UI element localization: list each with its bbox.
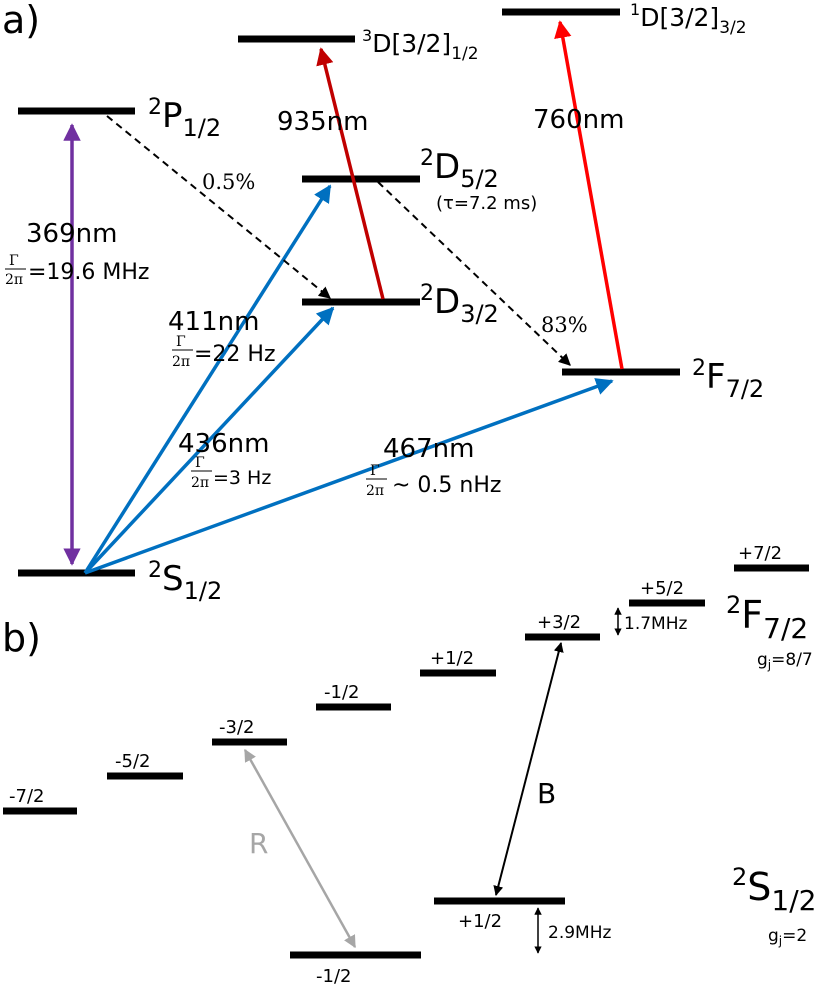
label-1d-sup: 1 <box>630 0 640 19</box>
label-b-s12-gj-val: =2 <box>782 926 807 946</box>
label-b-f72: 2F7/2 <box>726 591 808 645</box>
label-411-gamma-num: Γ <box>176 334 186 350</box>
label-1d: 1D[3/2]3/2 <box>630 0 747 38</box>
transition-411-arrow <box>83 184 332 574</box>
f72-mj-label: -3/2 <box>219 717 254 738</box>
label-3d-base: D[3/2] <box>372 29 451 58</box>
label-f72: 2F7/2 <box>692 356 764 403</box>
f72-splitting-label: 1.7MHz <box>624 614 687 634</box>
label-411-wavelength: 411nm <box>168 307 259 337</box>
label-s12-base: S <box>162 559 184 599</box>
label-369-wavelength: 369nm <box>26 219 117 249</box>
label-b-f72-base: F <box>741 593 763 637</box>
label-1d-base: D[3/2] <box>640 3 719 32</box>
label-b-f72-gj: gj=8/7 <box>757 650 813 672</box>
label-3d: 3D[3/2]1/2 <box>362 26 479 64</box>
transition-467-arrow <box>84 378 614 575</box>
decay-d52-to-f72-arrow <box>377 181 571 366</box>
label-d52-sup: 2 <box>420 146 434 171</box>
label-p12-sup: 2 <box>148 95 162 120</box>
f72-mj-label: -5/2 <box>115 751 150 772</box>
label-935-wavelength: 935nm <box>277 107 368 137</box>
f72-mj-label: +5/2 <box>640 578 684 599</box>
label-f72-sub: 7/2 <box>726 375 765 403</box>
label-d52-sub: 5/2 <box>460 165 499 193</box>
f72-mj-label: -7/2 <box>9 786 44 807</box>
label-369-gamma-den: 2π <box>5 272 23 288</box>
label-branching-p: 0.5% <box>202 170 255 194</box>
transition-b-arrow <box>493 642 564 896</box>
label-d52-base: D <box>434 147 460 187</box>
label-411-gamma-den: 2π <box>172 354 190 370</box>
label-467-gamma-den: 2π <box>366 483 384 499</box>
label-b-f72-gj-g: g <box>757 650 768 670</box>
label-s12-sup: 2 <box>148 558 162 583</box>
label-s12-sub: 1/2 <box>184 577 223 605</box>
label-1d-sub: 3/2 <box>719 18 746 38</box>
label-3d-sub: 1/2 <box>451 44 478 64</box>
panel-b-label: b) <box>2 616 41 660</box>
label-p12: 2P1/2 <box>148 95 221 142</box>
label-b-f72-gj-val: =8/7 <box>771 650 813 670</box>
label-d32-sup: 2 <box>420 281 434 306</box>
label-b-s12-gj: gj=2 <box>768 926 807 948</box>
label-760-wavelength: 760nm <box>533 105 624 135</box>
label-b-s12: 2S1/2 <box>732 863 816 917</box>
s12-splitting-label: 2.9MHz <box>548 923 611 943</box>
transition-436-arrow <box>83 306 335 575</box>
label-d32-base: D <box>434 282 460 322</box>
label-411-width: =22 Hz <box>194 342 276 367</box>
label-b-f72-sup: 2 <box>726 591 741 619</box>
label-p12-base: P <box>162 96 183 136</box>
label-436-width: =3 Hz <box>213 467 271 489</box>
label-436-wavelength: 436nm <box>178 429 269 459</box>
label-p12-sub: 1/2 <box>183 114 222 142</box>
label-b-f72-sub: 7/2 <box>763 612 808 645</box>
s12-mj-label: +1/2 <box>458 911 502 932</box>
transition-760-arrow <box>554 20 624 370</box>
label-3d-sup: 3 <box>362 26 372 45</box>
label-467-width: ~ 0.5 nHz <box>392 473 501 498</box>
transition-r-arrow <box>243 748 357 949</box>
transition-b-label: B <box>537 777 556 810</box>
label-436-gamma-num: Γ <box>195 455 205 471</box>
f72-mj-label: -1/2 <box>324 682 359 703</box>
label-b-s12-base: S <box>747 865 771 909</box>
transition-r-label: R <box>249 827 268 860</box>
label-branching-d52: 83% <box>541 313 588 337</box>
label-d32: 2D3/2 <box>420 281 499 328</box>
panel-a-label: a) <box>2 0 40 42</box>
label-b-f72-gj-sub: j <box>767 658 771 672</box>
label-436-gamma-den: 2π <box>191 475 209 491</box>
label-b-s12-gj-g: g <box>768 926 779 946</box>
label-f72-base: F <box>706 357 726 397</box>
label-d52: 2D5/2 <box>420 146 499 193</box>
f72-mj-label: +7/2 <box>738 543 782 564</box>
label-467-gamma-num: Γ <box>370 463 380 479</box>
label-b-s12-gj-sub: j <box>778 934 782 948</box>
s12-mj-label: -1/2 <box>316 966 351 987</box>
label-s12: 2S1/2 <box>148 558 222 605</box>
label-467-wavelength: 467nm <box>383 434 474 464</box>
label-369-width: =19.6 MHz <box>28 260 149 285</box>
label-b-s12-sub: 1/2 <box>771 884 816 917</box>
f72-mj-label: +1/2 <box>430 648 474 669</box>
f72-mj-label: +3/2 <box>537 612 581 633</box>
label-d32-sub: 3/2 <box>460 300 499 328</box>
label-369-gamma-num: Γ <box>9 253 19 269</box>
label-f72-sup: 2 <box>692 356 706 381</box>
transition-935-arrow <box>316 47 385 300</box>
label-b-s12-sup: 2 <box>732 863 747 891</box>
label-d52-lifetime: (τ=7.2 ms) <box>436 193 537 214</box>
